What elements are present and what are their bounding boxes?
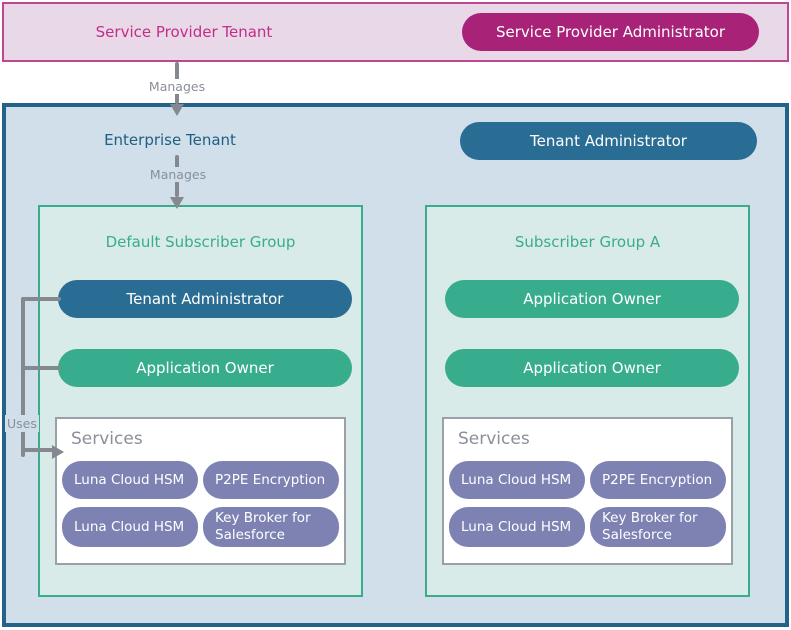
group0-role-tenant-administrator-pill: Tenant Administrator <box>58 280 352 318</box>
group1-role-application-owner-pill-1: Application Owner <box>445 280 739 318</box>
tenant-administrator-pill: Tenant Administrator <box>460 122 757 160</box>
group0-service-luna-cloud-hsm-1: Luna Cloud HSM <box>62 461 198 499</box>
subscriber-group-a-box: Subscriber Group A Application Owner App… <box>425 205 750 597</box>
manages-label-inner: Manages <box>145 167 211 182</box>
service-provider-tenant-box: Service Provider Tenant Service Provider… <box>2 2 789 62</box>
service-provider-administrator-pill: Service Provider Administrator <box>462 13 759 51</box>
default-subscriber-group-title: Default Subscriber Group <box>105 233 296 251</box>
group1-service-luna-cloud-hsm-1: Luna Cloud HSM <box>449 461 585 499</box>
manages-arrowhead-inner <box>170 197 184 209</box>
group1-services-grid: Luna Cloud HSM P2PE Encryption Luna Clou… <box>449 461 726 547</box>
enterprise-tenant-box: Enterprise Tenant Tenant Administrator M… <box>2 103 789 627</box>
group0-service-luna-cloud-hsm-2: Luna Cloud HSM <box>62 507 198 547</box>
uses-connector-vertical-line <box>21 297 25 457</box>
uses-connector-branch-admin <box>21 297 61 301</box>
group0-services-grid: Luna Cloud HSM P2PE Encryption Luna Clou… <box>62 461 339 547</box>
uses-arrowhead <box>52 445 64 459</box>
uses-connector-branch-services <box>21 448 54 452</box>
default-subscriber-group-box: Default Subscriber Group Tenant Administ… <box>38 205 363 597</box>
group1-services-title: Services <box>458 429 530 449</box>
subscriber-group-a-title: Subscriber Group A <box>514 233 661 251</box>
group0-service-p2pe-encryption: P2PE Encryption <box>203 461 339 499</box>
group1-role-application-owner-pill-2: Application Owner <box>445 349 739 387</box>
group1-service-p2pe-encryption: P2PE Encryption <box>590 461 726 499</box>
service-provider-tenant-title: Service Provider Tenant <box>95 23 273 41</box>
uses-label: Uses <box>5 415 39 432</box>
enterprise-tenant-title: Enterprise Tenant <box>104 131 236 149</box>
group1-services-box: Services Luna Cloud HSM P2PE Encryption … <box>442 417 733 565</box>
group1-service-luna-cloud-hsm-2: Luna Cloud HSM <box>449 507 585 547</box>
group0-service-key-broker-salesforce: Key Broker for Salesforce <box>203 507 339 547</box>
group0-role-application-owner-pill: Application Owner <box>58 349 352 387</box>
uses-connector-branch-owner <box>21 366 61 370</box>
manages-label-top: Manages <box>144 79 210 94</box>
group0-services-box: Services Luna Cloud HSM P2PE Encryption … <box>55 417 346 565</box>
group1-service-key-broker-salesforce: Key Broker for Salesforce <box>590 507 726 547</box>
group0-services-title: Services <box>71 429 143 449</box>
manages-arrowhead-top <box>170 104 184 116</box>
